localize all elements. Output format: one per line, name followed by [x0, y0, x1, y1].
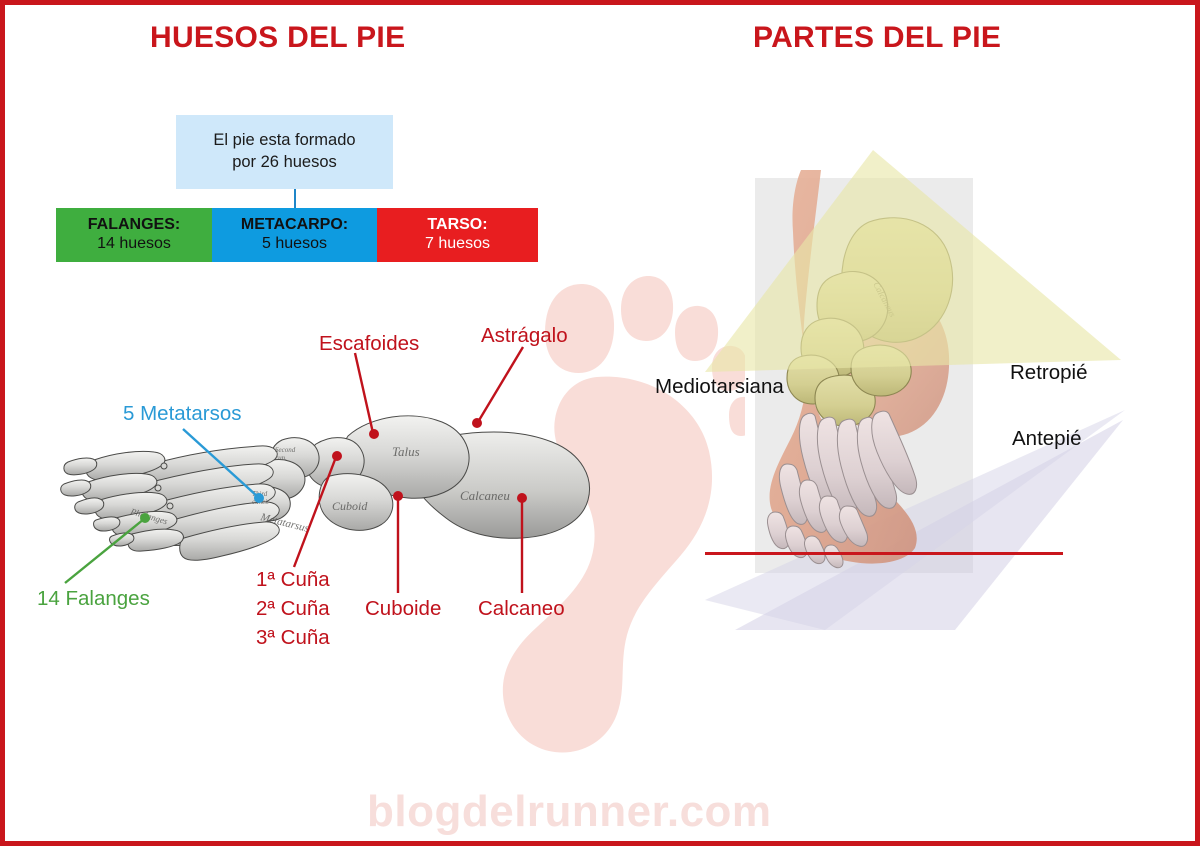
annotation-antepie: Antepié — [1012, 427, 1082, 450]
bar-segment-falanges: FALANGES: 14 huesos — [56, 208, 212, 262]
bones-summary-bar: FALANGES: 14 huesos METACARPO: 5 huesos … — [56, 208, 538, 262]
annotation-falanges: 14 Falanges — [37, 587, 150, 610]
annotation-metatarsos: 5 Metatarsos — [123, 402, 242, 425]
partes-del-pie-figure: Calcaneus — [705, 150, 1125, 630]
leader-astragalo — [476, 346, 525, 423]
annotation-retropie: Retropié — [1010, 361, 1088, 384]
left-leader-lines — [64, 346, 527, 593]
bar-segment-metacarpo-count: 5 huesos — [262, 235, 327, 252]
inline-label-second-cun-2: cun. — [275, 454, 287, 462]
dot-calcaneo — [517, 493, 527, 503]
retropie-triangle-overlay — [705, 150, 1121, 372]
info-callout-box: El pie esta formado por 26 huesos — [176, 115, 393, 189]
annotation-cuboide: Cuboide — [365, 597, 442, 620]
dot-cunas — [332, 451, 342, 461]
bar-segment-metacarpo: METACARPO: 5 huesos — [212, 208, 377, 262]
leader-metatarsos — [182, 428, 259, 498]
bar-segment-tarso-title: TARSO: — [427, 216, 488, 234]
bar-segment-falanges-count: 14 huesos — [97, 235, 171, 252]
info-connector-line — [294, 189, 296, 210]
dot-falanges — [140, 513, 150, 523]
bar-segment-tarso-count: 7 huesos — [425, 235, 490, 252]
page-title-huesos: HUESOS DEL PIE — [150, 21, 406, 54]
annotation-cuna-3: 3ª Cuña — [256, 626, 330, 649]
site-watermark: blogdelrunner.com — [367, 787, 772, 836]
dot-astragalo — [472, 418, 482, 428]
inline-label-cuboid: Cuboid — [332, 499, 368, 513]
leader-escafoides — [353, 352, 375, 434]
info-line-2: por 26 huesos — [232, 153, 337, 171]
dot-cuboide — [393, 491, 403, 501]
ground-reference-line — [705, 552, 1063, 555]
inline-label-calcaneu: Calcaneu — [460, 488, 510, 503]
inline-label-talus: Talus — [392, 444, 420, 459]
bar-segment-metacarpo-title: METACARPO: — [240, 216, 349, 234]
leader-cunas — [292, 456, 338, 568]
inline-label-second-cun: Second — [275, 446, 296, 454]
page-title-partes: PARTES DEL PIE — [753, 21, 1002, 54]
annotation-cuna-1: 1ª Cuña — [256, 568, 330, 591]
annotation-calcaneo: Calcaneo — [478, 597, 565, 620]
dot-escafoides — [369, 429, 379, 439]
annotation-cuna-2: 2ª Cuña — [256, 597, 330, 620]
annotation-escafoides: Escafoides — [319, 332, 420, 355]
leader-falanges — [64, 518, 145, 584]
annotation-astragalo: Astrágalo — [481, 324, 568, 347]
bar-segment-tarso: TARSO: 7 huesos — [377, 208, 538, 262]
dot-metatarsos — [254, 493, 264, 503]
info-line-1: El pie esta formado — [213, 131, 356, 150]
annotation-mediotarsiana: Mediotarsiana — [655, 375, 784, 398]
bar-segment-falanges-title: FALANGES: — [87, 216, 181, 234]
antepie-triangle-overlay — [705, 410, 1125, 630]
